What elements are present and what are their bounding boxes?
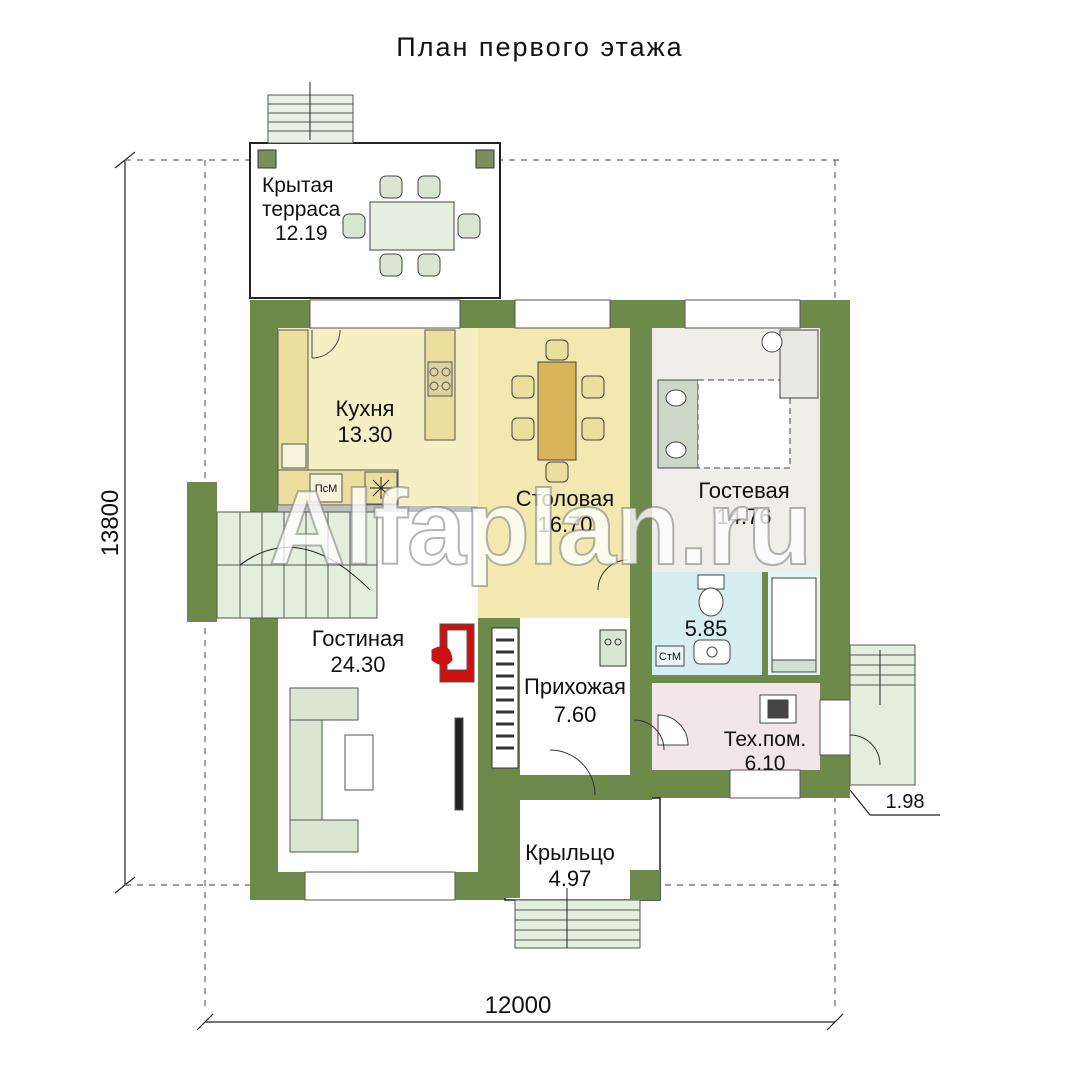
dining-set bbox=[511, 339, 605, 483]
room-name-line: Крытая bbox=[262, 174, 333, 197]
room-name: Кухня bbox=[336, 396, 395, 421]
room-area: 16.70 bbox=[537, 512, 592, 537]
terrace-stairs bbox=[267, 82, 354, 144]
dimension-width: 12000 bbox=[485, 992, 552, 1019]
room-name-line: терраса bbox=[262, 198, 341, 221]
room-name: Гостевая bbox=[698, 478, 789, 503]
room-area: 7.60 bbox=[554, 702, 597, 727]
room-area: 12.19 bbox=[275, 222, 328, 245]
hall-furniture bbox=[491, 559, 665, 796]
room-label-bath: 5.85 bbox=[685, 616, 728, 641]
room-area: 14.76 bbox=[716, 504, 771, 529]
room-name: Тех.пом. bbox=[724, 728, 807, 751]
room-label-porch: Крыльцо 4.97 bbox=[525, 840, 615, 891]
room-name: Прихожая bbox=[524, 674, 626, 699]
living-furniture bbox=[289, 623, 475, 853]
room-name: Крыльцо bbox=[525, 840, 615, 865]
room-label-hall: Прихожая 7.60 bbox=[524, 674, 626, 727]
room-area: 4.97 bbox=[549, 866, 592, 891]
room-name: Столовая bbox=[516, 486, 614, 511]
room-label-kitchen: Кухня 13.30 bbox=[336, 396, 395, 447]
room-name: Гостиная bbox=[312, 626, 404, 651]
room-area: 6.10 bbox=[745, 752, 786, 775]
room-area: 13.30 bbox=[337, 422, 392, 447]
side-stairs bbox=[849, 644, 916, 786]
kitchen-furniture bbox=[277, 329, 456, 506]
porch-stairs bbox=[514, 870, 660, 949]
room-label-dining: Столовая 16.70 bbox=[516, 486, 614, 537]
plan-title: План первого этажа bbox=[396, 32, 684, 62]
room-area: 24.30 bbox=[330, 652, 385, 677]
terrace-area bbox=[249, 82, 501, 299]
room-area: 5.85 bbox=[685, 616, 728, 641]
main-staircase bbox=[216, 511, 378, 619]
room-label-guest: Гостевая 14.76 bbox=[698, 478, 789, 529]
dishwasher-label: ПсМ bbox=[315, 483, 338, 495]
windows bbox=[304, 299, 851, 901]
room-label-terrace: Крытая терраса 12.19 bbox=[262, 174, 341, 245]
room-labels: Крытая терраса 12.19 Кухня 13.30 Столова… bbox=[262, 174, 806, 891]
washer-label: СтМ bbox=[659, 651, 681, 663]
room-label-living: Гостиная 24.30 bbox=[312, 626, 404, 677]
room-label-tech: Тех.пом. 6.10 bbox=[724, 728, 807, 775]
terrace-dining-set bbox=[342, 175, 481, 277]
bathroom-fixtures bbox=[655, 574, 817, 673]
tech-equipment bbox=[657, 694, 797, 746]
guest-furniture bbox=[657, 329, 819, 469]
dimension-height: 13800 bbox=[97, 490, 124, 557]
dimension-porch-side: 1.98 bbox=[886, 791, 925, 813]
